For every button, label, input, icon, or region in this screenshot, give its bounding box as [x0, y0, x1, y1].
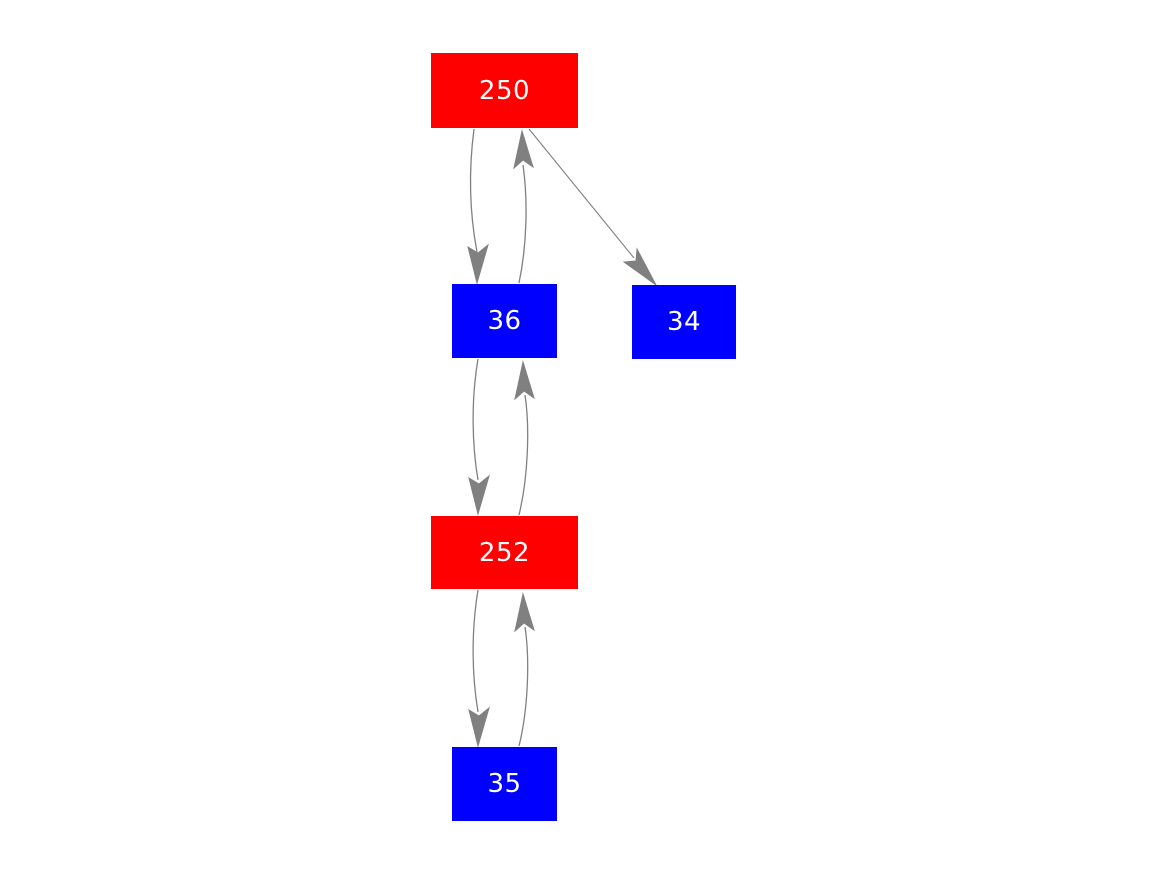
- arrowhead-icon: [513, 129, 534, 170]
- arrowhead-icon: [622, 247, 657, 286]
- arrowhead-icon: [467, 243, 489, 285]
- arrowhead-icon: [468, 474, 490, 516]
- node-label: 252: [478, 537, 531, 568]
- graph-node-36[interactable]: 36: [452, 284, 557, 358]
- edge-252-to-35: [468, 589, 490, 748]
- graph-node-252[interactable]: 252: [431, 516, 578, 589]
- node-label: 35: [487, 769, 522, 799]
- edge-36-to-250: [513, 129, 534, 284]
- edge-250-to-36: [467, 128, 489, 285]
- graph-node-250[interactable]: 250: [431, 53, 578, 128]
- graph-node-34[interactable]: 34: [632, 285, 736, 359]
- arrowhead-icon: [514, 592, 535, 633]
- node-label: 34: [666, 307, 702, 337]
- edge-36-to-252: [468, 358, 490, 516]
- edge-35-to-252: [514, 592, 535, 747]
- arrowhead-icon: [514, 360, 535, 401]
- edge-252-to-36: [514, 360, 535, 516]
- arrowhead-icon: [468, 706, 490, 748]
- node-label: 250: [478, 75, 531, 106]
- edge-250-to-34: [528, 128, 657, 286]
- node-label: 36: [487, 306, 522, 336]
- graph-node-35[interactable]: 35: [452, 747, 557, 821]
